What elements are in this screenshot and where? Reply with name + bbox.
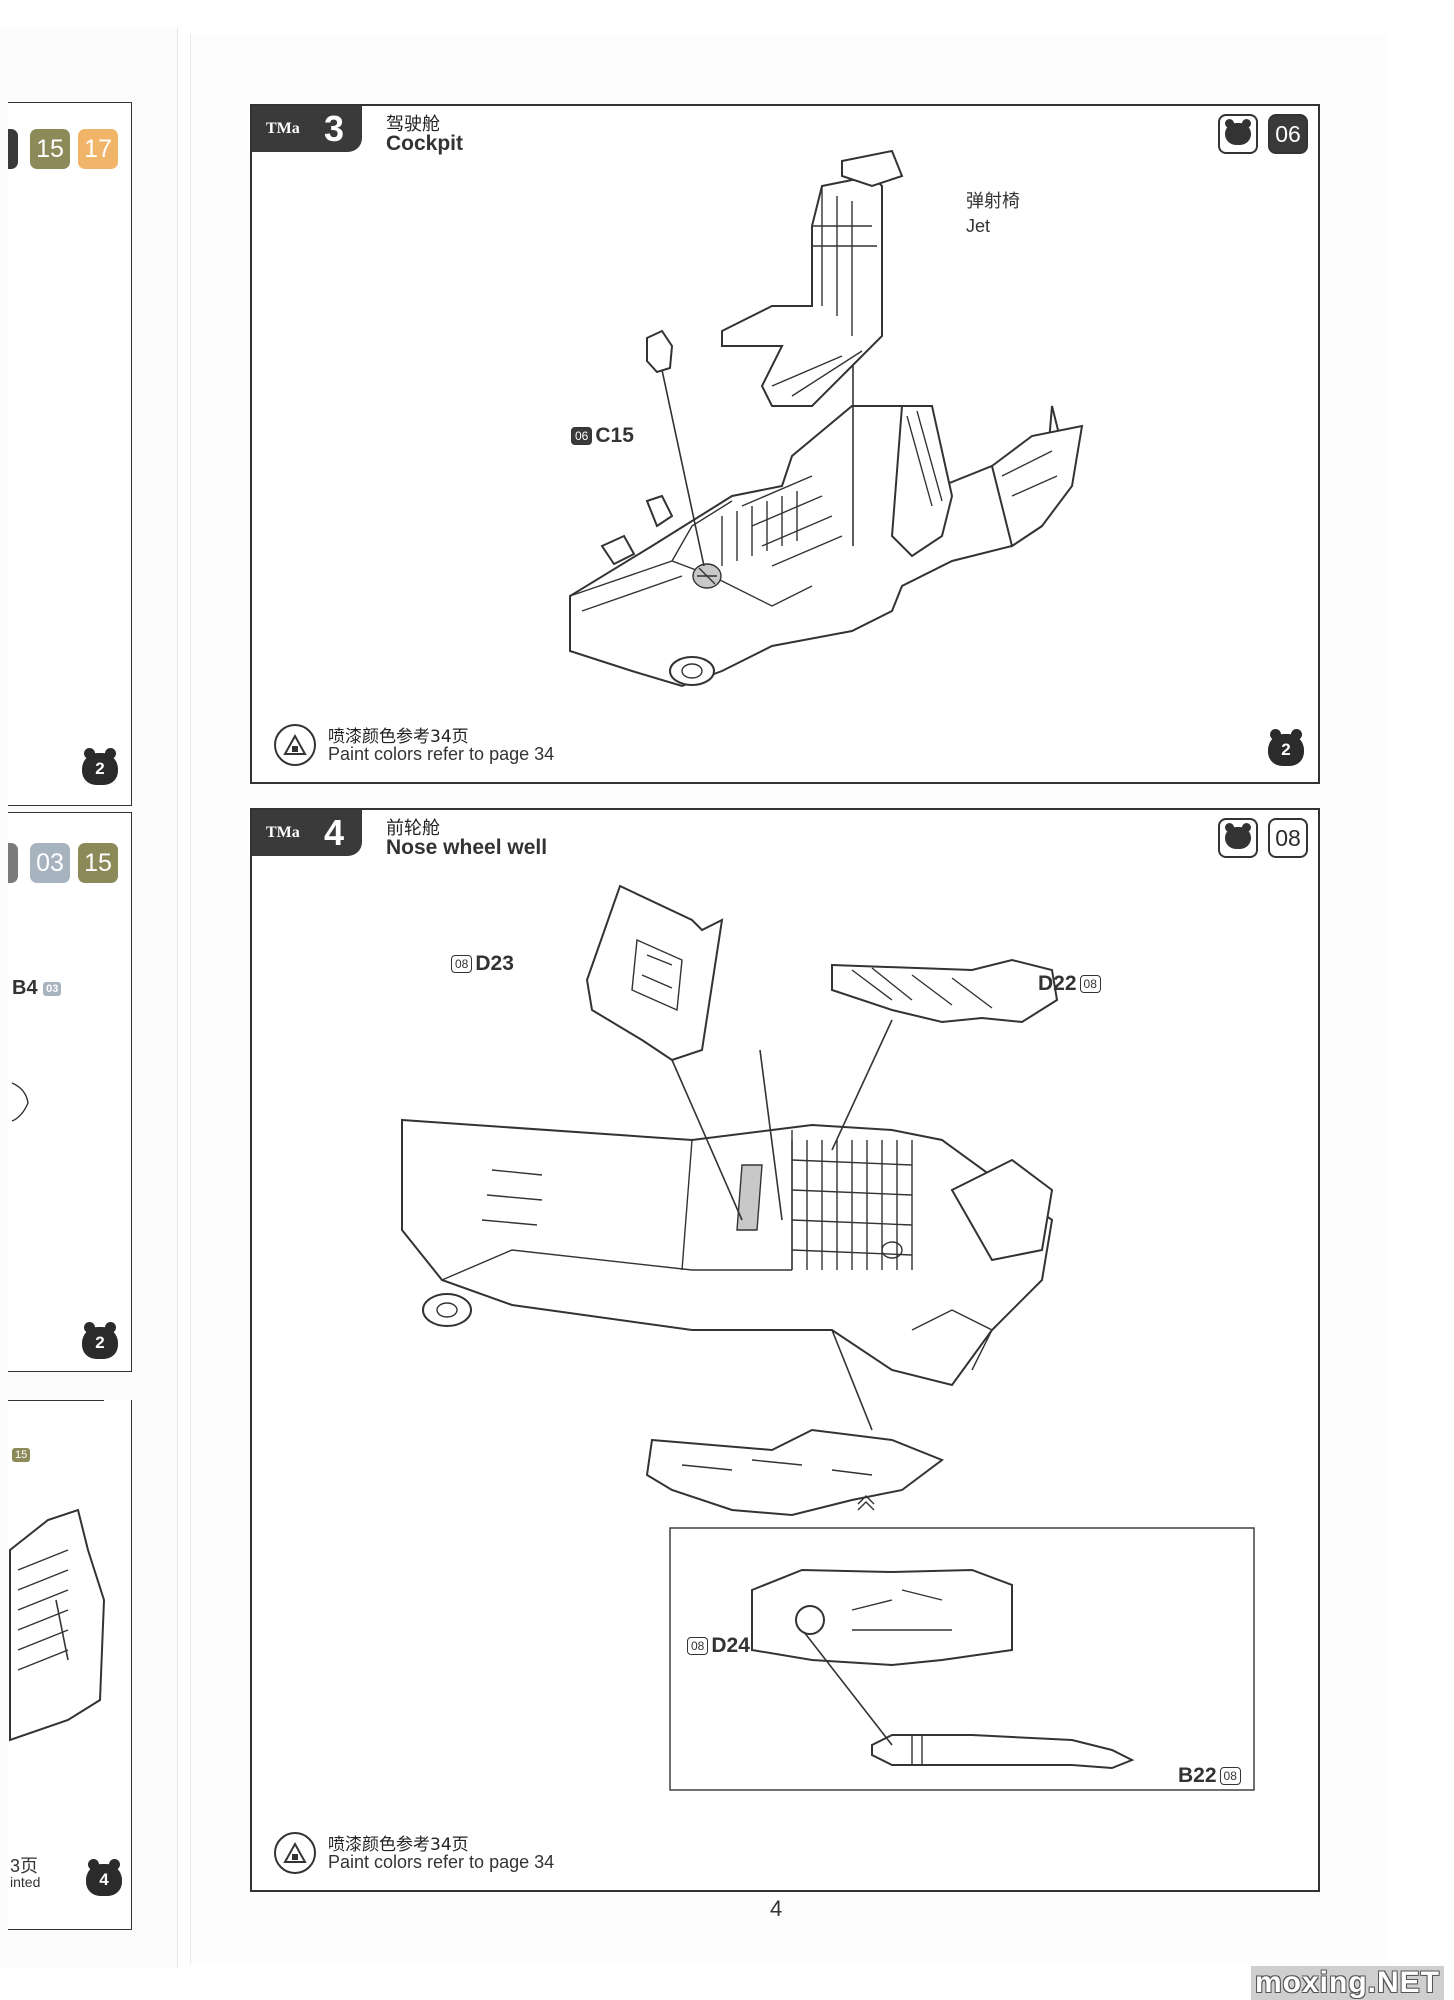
callout-en: Jet (966, 216, 991, 236)
left-panel-middle: 03 15 B4 03 2 (8, 812, 132, 1372)
color-chip: 15 (30, 129, 70, 169)
paint-note-cn: 喷漆颜色参考34页 (328, 1835, 469, 1855)
step-title-en: Nose wheel well (386, 836, 548, 859)
paint-note-en: Paint colors refer to page 34 (328, 744, 555, 764)
step-title-cn: 前轮舱 (386, 818, 440, 839)
color-chip: 17 (78, 129, 118, 169)
sheet-bear-icon (1218, 818, 1258, 858)
sheet-number-badge: 08 (1268, 818, 1308, 858)
part-label: B4 03 (12, 977, 62, 1000)
bear-icon: 2 (1268, 729, 1304, 766)
color-chip-partial (8, 843, 18, 883)
watermark: moxing.NET (1250, 1966, 1444, 2000)
brand-logo: TMa (266, 824, 300, 841)
step-3-cockpit-panel: TMa 3 驾驶舱 Cockpit 06 弹射椅 Jet (250, 104, 1320, 784)
paint-note-cn: 喷漆颜色参考34页 (328, 727, 469, 747)
bear-icon: 2 (82, 1322, 118, 1359)
step-number-badge: TMa 3 (252, 106, 362, 152)
brand-logo: TMa (266, 120, 300, 137)
ejection-seat-callout: 弹射椅 Jet (966, 190, 1020, 238)
note-cn: 3页 (10, 1856, 39, 1876)
cockpit-drawing (569, 149, 1084, 688)
left-panel-top: 15 17 2 (8, 102, 132, 806)
step-4-nose-wheel-well-panel: TMa 4 前轮舱 Nose wheel well 08 (250, 808, 1320, 1892)
step-number-badge: TMa 4 (252, 810, 362, 856)
note-en: inted (10, 1874, 41, 1890)
sheet-number-badge: 06 (1268, 114, 1308, 154)
step-title-cn: 驾驶舱 (386, 114, 440, 135)
spray-gun-icon (274, 1832, 316, 1874)
sheet-bear-icon (1218, 114, 1258, 154)
color-chip-partial (8, 129, 18, 169)
color-chip: 03 (30, 843, 70, 883)
paint-note-en: Paint colors refer to page 34 (328, 1852, 555, 1872)
spray-gun-icon (274, 724, 316, 766)
left-assembly-drawing (9, 1508, 106, 1742)
divider (8, 1400, 104, 1401)
step-number: 4 (324, 812, 345, 853)
left-drawing (11, 1082, 29, 1122)
left-page: 15 17 2 03 15 B4 03 2 15 3页 inted 4 (0, 28, 178, 1968)
nose-wheel-well-drawing (401, 884, 1255, 1791)
page-number: 4 (770, 1896, 783, 1921)
color-tag: 15 (12, 1446, 31, 1464)
callout-cn: 弹射椅 (966, 191, 1020, 212)
bear-icon: 2 (82, 748, 118, 785)
bear-icon: 4 (86, 1859, 122, 1896)
step-title-en: Cockpit (386, 132, 464, 155)
step-number: 3 (324, 108, 345, 149)
left-panel-bottom: 15 3页 inted 4 (8, 1400, 132, 1930)
color-chip: 15 (78, 843, 118, 883)
